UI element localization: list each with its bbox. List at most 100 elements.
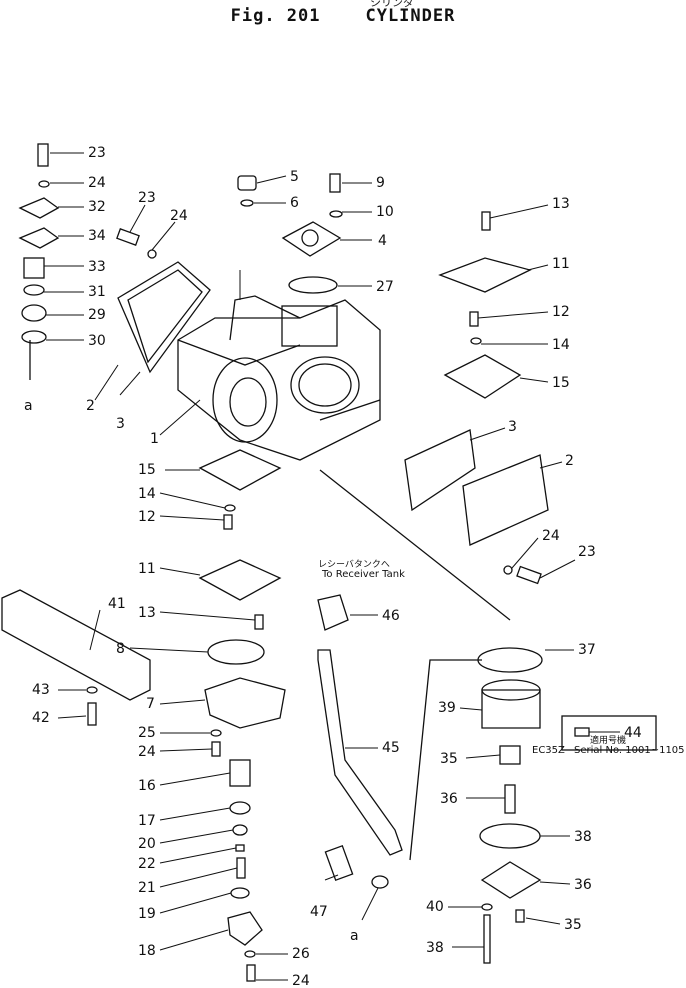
cover-plate <box>281 221 342 257</box>
housing-18 <box>227 911 263 946</box>
plug-5 <box>237 175 257 191</box>
part-label-36: 37 <box>578 642 596 658</box>
washer-14-bottom <box>224 504 236 512</box>
bolt-23-bottom <box>246 964 256 982</box>
washer-14-top <box>470 337 482 345</box>
part-label-8: 8 <box>116 641 125 657</box>
part-label-2: 2 <box>565 453 574 469</box>
clamp-47 <box>371 875 389 889</box>
sleeve-30 <box>23 257 45 279</box>
bolt-21 <box>236 857 246 879</box>
part-label-40: 41 <box>108 596 126 612</box>
part-label-11: 11 <box>138 561 156 577</box>
part-label-36: 38 <box>574 829 592 845</box>
rotor-11-bottom <box>198 559 282 601</box>
part-label-3: 3 <box>508 419 517 435</box>
part-label-43: 44 <box>624 725 642 741</box>
part-label-37: 39 <box>438 700 456 716</box>
bolt-23-left <box>116 228 140 246</box>
part-label-29: 32 <box>88 199 106 215</box>
part-label-39: 40 <box>426 899 444 915</box>
part-label-12: 12 <box>552 304 570 320</box>
plug-35 <box>515 909 525 923</box>
sleeve-46 <box>324 844 354 882</box>
part-label-a: a <box>24 398 33 414</box>
hose-44 <box>317 649 403 856</box>
japanese-title: シリンダ <box>370 0 414 9</box>
snap-ring-27 <box>21 330 47 344</box>
part-label-23: 24 <box>292 973 310 988</box>
cylinder-block <box>177 295 381 461</box>
part-label-41: 42 <box>32 710 50 726</box>
washer-24-right <box>503 565 513 575</box>
part-label-15: 15 <box>138 462 156 478</box>
figure-caption: CYLINDER <box>365 6 456 26</box>
part-label-14: 14 <box>552 337 570 353</box>
gasket-36-top <box>477 647 543 673</box>
part-label-17: 17 <box>138 813 156 829</box>
center-line-1 <box>319 469 511 621</box>
part-label-25: 27 <box>376 279 394 295</box>
bolt-9 <box>329 173 341 193</box>
washer-42 <box>86 686 98 694</box>
body-37-top <box>481 679 541 701</box>
part-label-32: 35 <box>440 751 458 767</box>
part-label-45: 46 <box>382 608 400 624</box>
part-label-30: 33 <box>88 259 106 275</box>
leader-lines <box>44 152 620 981</box>
part-label-2: 2 <box>86 398 95 414</box>
elbow-45 <box>317 594 349 631</box>
part-label-6: 6 <box>290 195 299 211</box>
o-ring-19 <box>230 887 250 899</box>
part-label-13: 13 <box>138 605 156 621</box>
part-label-1: 1 <box>150 431 159 447</box>
part-label-31: 34 <box>88 228 106 244</box>
part-label-38: 38 <box>426 940 444 956</box>
part-label-19: 19 <box>138 906 156 922</box>
part-label-23: 23 <box>138 190 156 206</box>
washer-39 <box>481 903 493 911</box>
part-label-12: 12 <box>138 509 156 525</box>
gasket-left <box>117 261 211 374</box>
washer-10 <box>329 210 343 218</box>
serial-note-jp: 適用号機 <box>590 736 627 746</box>
o-ring-25 <box>288 276 338 294</box>
rotor-11-top <box>438 257 532 293</box>
receiver-note-en: To Receiver Tank <box>322 569 405 580</box>
part-label-21: 21 <box>138 880 156 896</box>
part-label-5: 5 <box>290 169 299 185</box>
body-37 <box>481 689 541 729</box>
part-label-47: a <box>350 928 359 944</box>
fitting-32 <box>499 745 521 765</box>
part-number-labels: 23 24 32 34 33 31 29 30 a 2 3 1 23 24 5 … <box>24 145 642 988</box>
ring-17 <box>229 801 251 815</box>
part-label-18: 18 <box>138 943 156 959</box>
vane-15-top <box>443 354 522 399</box>
plug-43 <box>574 727 590 737</box>
bearing-26 <box>21 304 47 322</box>
part-label-28: 31 <box>88 284 106 300</box>
cover-34 <box>480 861 542 899</box>
part-label-15: 15 <box>552 375 570 391</box>
part-label-3: 3 <box>116 416 125 432</box>
serial-model: EC35Z <box>532 745 565 756</box>
part-label-7: 7 <box>146 696 155 712</box>
part-label-24: 24 <box>170 208 188 224</box>
center-line-2 <box>409 659 482 861</box>
part-label-35: 35 <box>564 917 582 933</box>
bolt-23-top <box>37 143 49 167</box>
serial-inset-box <box>561 715 657 751</box>
key-22 <box>235 844 245 852</box>
part-label-4: 4 <box>378 233 387 249</box>
gasket-right <box>404 429 549 546</box>
key-12-bottom <box>223 514 233 530</box>
part-label-23: 23 <box>88 145 106 161</box>
part-label-44: 45 <box>382 740 400 756</box>
part-label-24: 24 <box>88 175 106 191</box>
part-label-26: 29 <box>88 307 106 323</box>
part-label-33: 36 <box>440 791 458 807</box>
bolt-41 <box>87 702 97 726</box>
ring-28 <box>23 284 45 296</box>
